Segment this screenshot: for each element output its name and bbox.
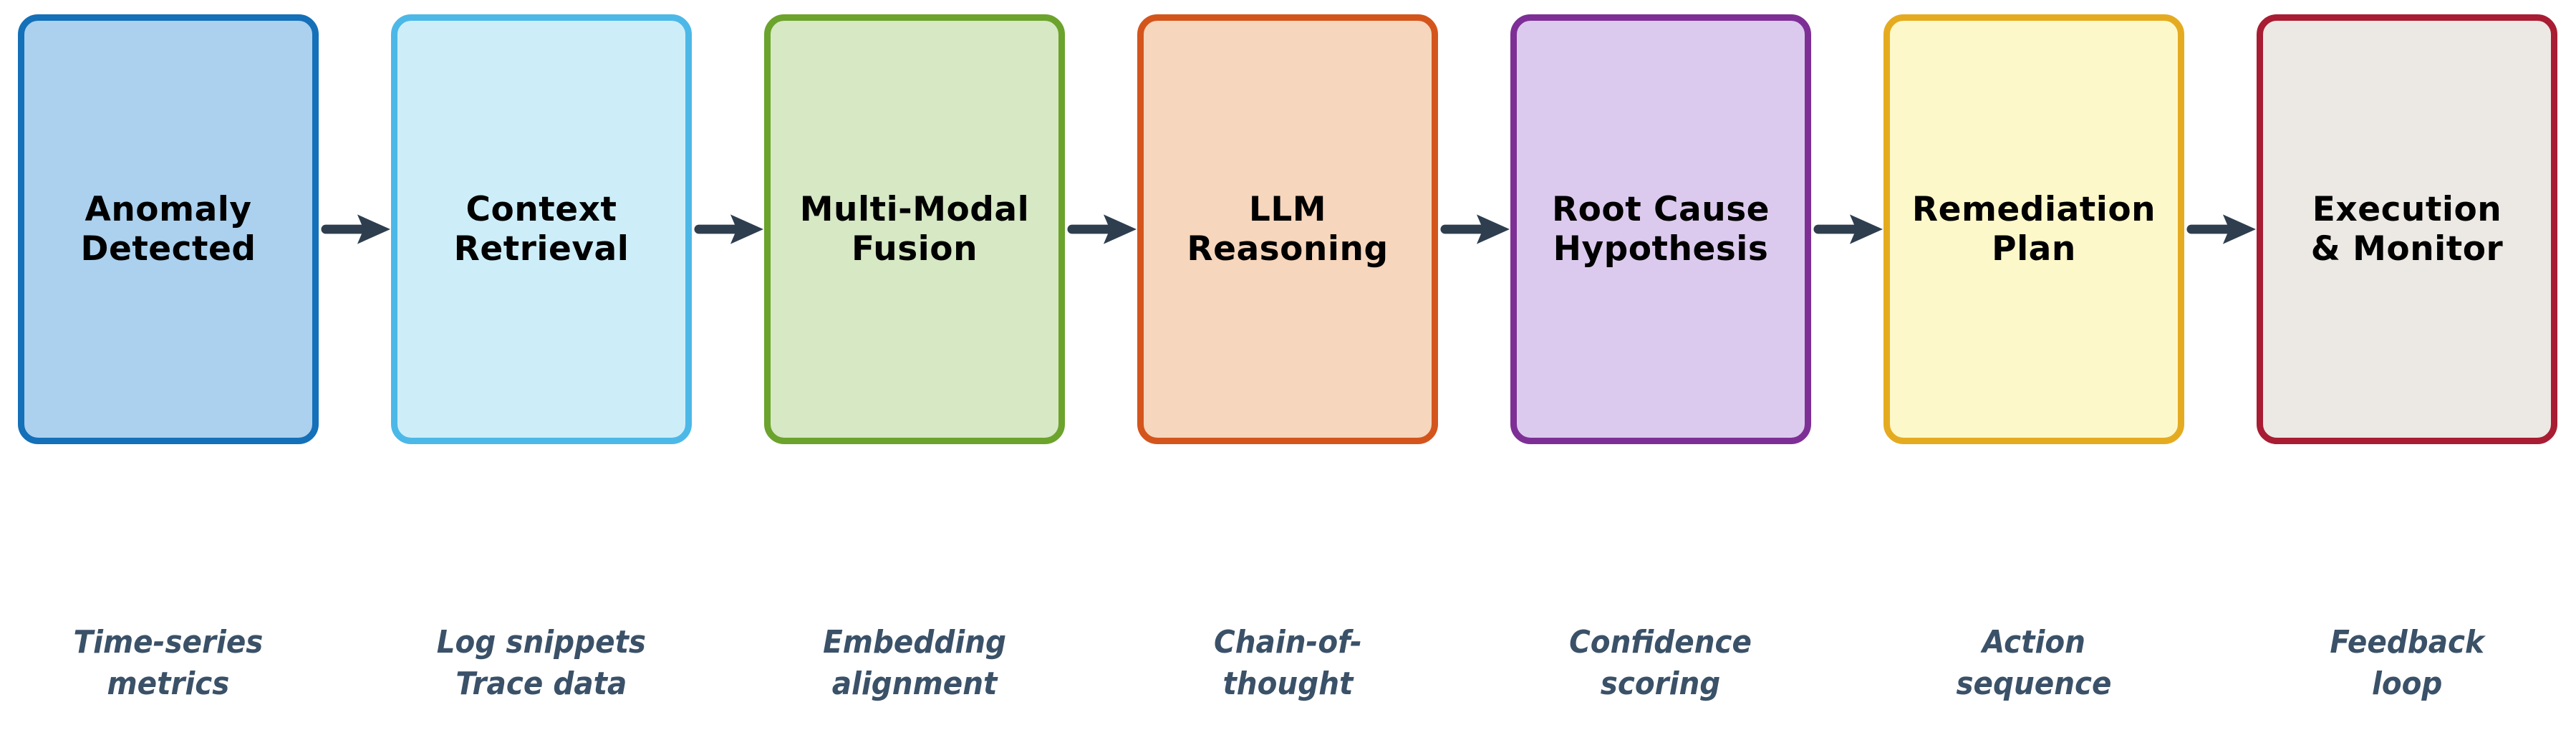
stage-box-context-retrieval: Context Retrieval: [391, 14, 692, 444]
stage-title: LLM Reasoning: [1187, 190, 1389, 269]
stage-caption: Action sequence: [1956, 624, 2112, 703]
stage-box-llm-reasoning: LLM Reasoning: [1137, 14, 1438, 444]
arrow-right-icon: [1065, 14, 1137, 444]
arrow-right-icon: [1438, 14, 1510, 444]
stage-caption-cell: Action sequence: [1883, 622, 2184, 705]
stage-row: Anomaly Detected Context Retrieval Multi…: [18, 14, 2557, 444]
stage-caption: Chain-of- thought: [1213, 624, 1362, 703]
stage-caption-cell: Feedback loop: [2257, 622, 2557, 705]
stage-title: Remediation Plan: [1911, 190, 2156, 269]
stage-caption-cell: Confidence scoring: [1510, 622, 1811, 705]
stage-caption-cell: Embedding alignment: [764, 622, 1065, 705]
stage-title: Anomaly Detected: [80, 190, 256, 269]
arrow-right-icon: [319, 14, 391, 444]
stage-box-remediation-plan: Remediation Plan: [1883, 14, 2184, 444]
stage-caption: Log snippets Trace data: [436, 624, 647, 703]
caption-row: Time-series metrics Log snippets Trace d…: [0, 622, 2576, 705]
stage-title: Multi-Modal Fusion: [799, 190, 1030, 269]
stage-caption-cell: Time-series metrics: [18, 622, 319, 705]
stage-caption-cell: Chain-of- thought: [1137, 622, 1438, 705]
stage-box-anomaly-detected: Anomaly Detected: [18, 14, 319, 444]
stage-box-root-cause-hypothesis: Root Cause Hypothesis: [1510, 14, 1811, 444]
arrow-right-icon: [2184, 14, 2257, 444]
stage-caption: Feedback loop: [2330, 624, 2484, 703]
stage-title: Execution & Monitor: [2310, 190, 2504, 269]
stage-caption: Embedding alignment: [823, 624, 1006, 703]
stage-title: Root Cause Hypothesis: [1551, 190, 1770, 269]
arrow-right-icon: [692, 14, 764, 444]
stage-title: Context Retrieval: [453, 190, 629, 269]
stage-caption: Confidence scoring: [1569, 624, 1752, 703]
arrow-right-icon: [1811, 14, 1883, 444]
stage-caption: Time-series metrics: [73, 624, 264, 703]
stage-box-multi-modal-fusion: Multi-Modal Fusion: [764, 14, 1065, 444]
stage-caption-cell: Log snippets Trace data: [391, 622, 692, 705]
stage-box-execution-monitor: Execution & Monitor: [2257, 14, 2557, 444]
